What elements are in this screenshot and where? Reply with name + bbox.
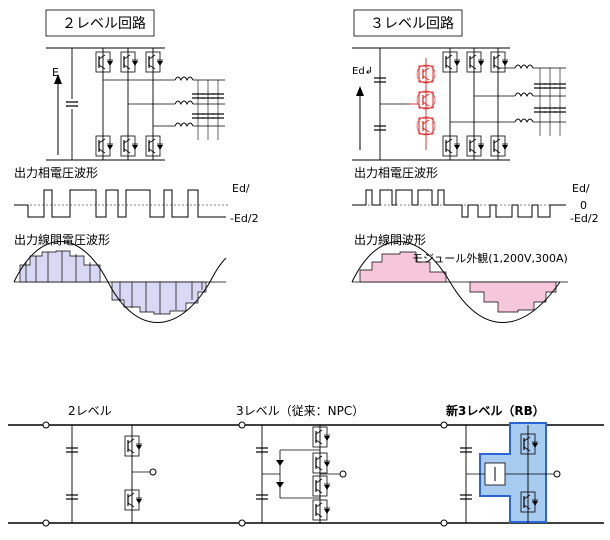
two-level-circuit: ２レベル回路 E xyxy=(45,9,225,161)
two-level-line-voltage-label: 出力線間電圧波形 xyxy=(14,232,110,247)
two-level-line-waveform xyxy=(13,241,227,323)
two-level-bottom-label: 2レベル xyxy=(68,404,112,418)
three-level-line-voltage-label: 出力線間波形 xyxy=(354,232,426,247)
three-level-phase-voltage-label: 出力相電圧波形 xyxy=(354,166,438,180)
three-level-axis-mid: 0 xyxy=(580,199,587,212)
two-level-phase-waveform xyxy=(14,189,226,218)
two-level-axis-bottom: -Ed/2 xyxy=(230,212,259,225)
three-level-phase-waveform xyxy=(352,189,566,218)
clamp-diode-group xyxy=(410,58,436,150)
npc-schematic xyxy=(238,421,347,527)
two-level-axis-top: Ed/ xyxy=(232,182,250,195)
three-level-circuit: ３レベル回路 Ed↲ xyxy=(352,9,567,161)
npc-bottom-label: 3レベル（従来：NPC） xyxy=(236,404,364,418)
three-level-axis-bottom: -Ed/2 xyxy=(570,212,599,225)
three-level-axis-top: Ed/ xyxy=(572,182,590,195)
rb-schematic xyxy=(440,421,561,527)
two-level-phase-voltage-label: 出力相電圧波形 xyxy=(14,166,98,180)
three-level-title-box xyxy=(353,9,463,37)
two-level-schematic xyxy=(42,421,157,527)
three-level-source-label: Ed↲ xyxy=(352,66,373,77)
two-level-source-label: E xyxy=(52,66,59,79)
bottom-comparison: 2レベル 3レベル（従来：NPC） 新3レベル（RB） xyxy=(8,403,604,527)
two-level-title-box xyxy=(45,9,155,37)
module-appearance-overlay: モジュール外観(1,200V,300A) xyxy=(412,251,568,265)
three-level-title: ３レベル回路 xyxy=(370,16,454,32)
rb-bottom-label: 新3レベル（RB） xyxy=(446,403,545,418)
three-level-line-waveform xyxy=(351,241,568,323)
rb-module-highlight xyxy=(479,422,547,523)
two-level-title: ２レベル回路 xyxy=(62,16,146,32)
